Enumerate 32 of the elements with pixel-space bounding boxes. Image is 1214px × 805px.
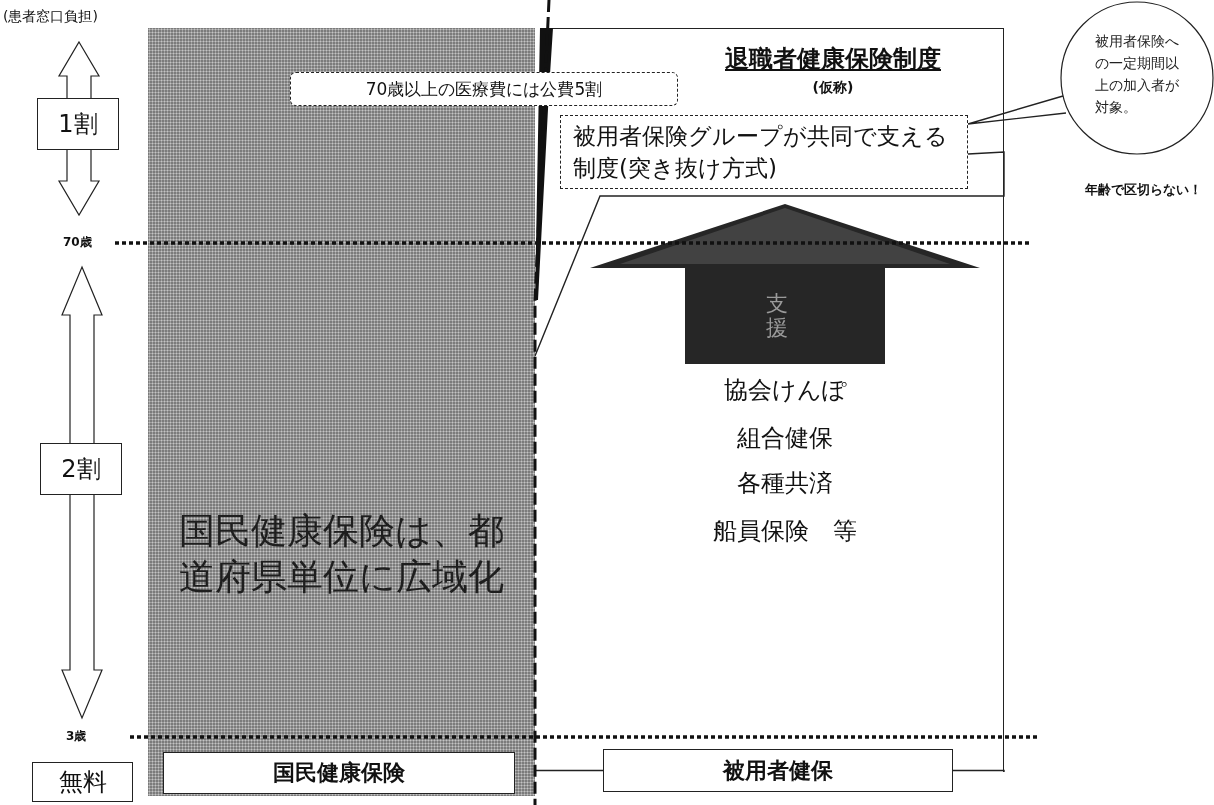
connector-line bbox=[534, 769, 604, 772]
box-text: 無料 bbox=[58, 767, 107, 798]
list-text: 協会けんぽ bbox=[722, 375, 848, 406]
label-text: (患者窓口負担) bbox=[3, 8, 98, 26]
list-text: 組合健保 bbox=[736, 423, 834, 454]
label-box bbox=[37, 98, 119, 150]
subtitle-text: (仮称) bbox=[811, 79, 855, 97]
label-text: 70歳 bbox=[63, 234, 92, 251]
list-text: 各種共済 bbox=[736, 468, 834, 499]
label-box bbox=[40, 443, 122, 495]
box-text: 2割 bbox=[61, 454, 101, 485]
region-text: 国民健康保険は、都道府県単位に広域化 bbox=[178, 509, 505, 599]
label-text: 年齢で区切らない！ bbox=[1085, 181, 1202, 199]
arrow-text: 支援 bbox=[766, 292, 788, 341]
label-box bbox=[603, 749, 953, 792]
note-text: 被用者保険グループが共同で支える制度(突き抜け方式) bbox=[573, 122, 949, 183]
dashed-note-box bbox=[560, 115, 968, 189]
note-text: 70歳以上の医療費には公費5割 bbox=[365, 77, 603, 101]
bubble-text: 被用者保険への一定期間以上の加入者が対象。 bbox=[1095, 32, 1180, 117]
up-arrow bbox=[590, 204, 980, 364]
label-box bbox=[32, 762, 133, 802]
title-text: 退職者健康保険制度 bbox=[724, 44, 942, 75]
box-text: 被用者健保 bbox=[723, 756, 833, 785]
connector-line bbox=[967, 95, 1067, 125]
speech-bubble bbox=[1059, 0, 1214, 156]
connector-line bbox=[952, 769, 1005, 773]
box-text: 1割 bbox=[58, 109, 98, 140]
rounded-note-box bbox=[290, 72, 678, 106]
label-box bbox=[163, 752, 515, 794]
list-text: 船員保険 等 bbox=[712, 516, 858, 547]
box-text: 国民健康保険 bbox=[273, 759, 405, 787]
label-text: 3歳 bbox=[66, 728, 87, 745]
